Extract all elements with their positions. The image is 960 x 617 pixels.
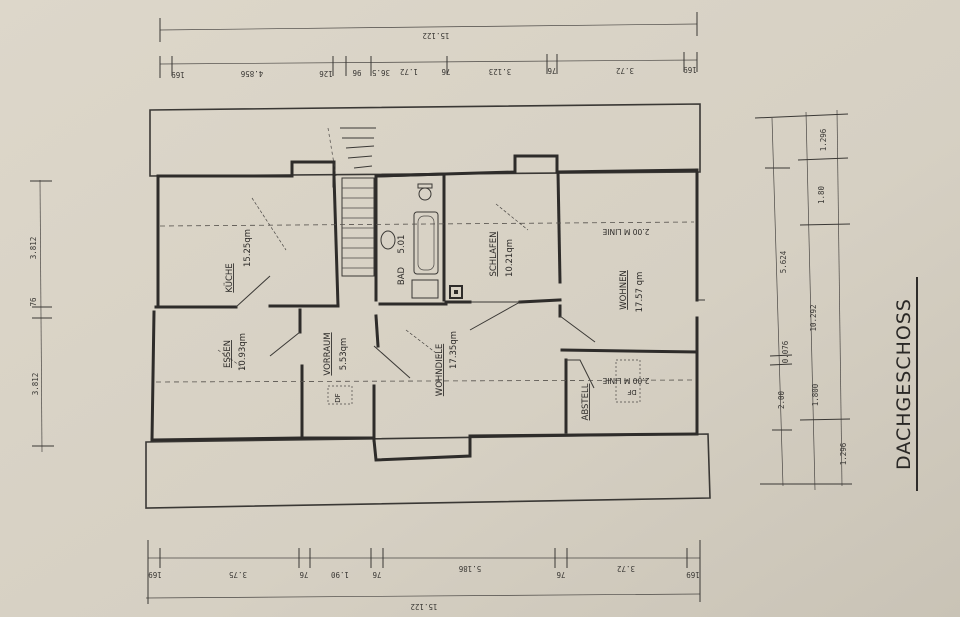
svg-text:1.80: 1.80 xyxy=(817,185,826,204)
plan-title: DACHGESCHOSS xyxy=(893,298,915,470)
door-swings xyxy=(235,275,705,389)
svg-text:1.90: 1.90 xyxy=(330,570,349,579)
room-kueche: KÜCHE 15.25qm xyxy=(224,229,253,293)
skylight-label-vorraum: DF xyxy=(334,393,342,402)
top-dimension-chain xyxy=(159,12,698,78)
room-wohndiele: WOHNDIELE 17.35qm xyxy=(435,331,459,396)
svg-text:169: 169 xyxy=(171,70,185,79)
room-name-schlafen: SCHLAFEN xyxy=(489,231,499,276)
room-area-wohnen: 17.57 qm xyxy=(635,272,645,313)
svg-text:0.076: 0.076 xyxy=(781,340,790,363)
svg-text:76: 76 xyxy=(547,66,557,75)
skylight-marks xyxy=(327,359,641,405)
height-line-label-top: 2.00 M LINIE xyxy=(602,227,649,236)
top-segment-labels: 169 3.72 76 3.123 76 1.72 36.5 96 126 4.… xyxy=(171,65,697,79)
staircase xyxy=(327,127,376,277)
top-total-dimension: 15.122 xyxy=(422,31,449,40)
room-schlafen: SCHLAFEN 10.21qm xyxy=(489,231,515,277)
svg-text:1.296: 1.296 xyxy=(819,128,828,151)
svg-text:10.292: 10.292 xyxy=(809,304,818,331)
title-block: DACHGESCHOSS xyxy=(893,277,918,491)
bathroom-fixtures xyxy=(380,183,463,299)
svg-text:3.123: 3.123 xyxy=(489,67,512,76)
svg-text:76: 76 xyxy=(299,570,309,579)
skylight-label-abstell: DF xyxy=(627,388,636,396)
svg-text:1.72: 1.72 xyxy=(400,67,418,76)
svg-text:5.186: 5.186 xyxy=(458,564,481,573)
room-name-kueche: KÜCHE xyxy=(224,263,235,292)
right-dimension-chains xyxy=(754,109,852,491)
height-line-label-bottom: 2.00 M LINIE xyxy=(602,376,649,385)
svg-text:4.856: 4.856 xyxy=(240,69,263,78)
left-dimension-chain xyxy=(30,179,54,453)
svg-text:5.624: 5.624 xyxy=(779,250,788,273)
room-name-essen: ESSEN xyxy=(223,340,233,368)
room-area-vorraum: 5.53qm xyxy=(339,338,349,371)
svg-text:3.72: 3.72 xyxy=(616,66,634,75)
room-name-wohndiele: WOHNDIELE xyxy=(435,344,445,396)
svg-text:76: 76 xyxy=(556,570,566,579)
svg-text:76: 76 xyxy=(29,297,38,307)
svg-text:126: 126 xyxy=(319,69,333,78)
room-name-wohnen: WOHNEN xyxy=(619,270,629,310)
room-name-vorraum: VORRAUM xyxy=(323,332,333,375)
svg-text:3.812: 3.812 xyxy=(31,373,40,396)
room-area-bad: 5.01 xyxy=(397,235,407,254)
walls xyxy=(150,154,699,462)
svg-text:3.75: 3.75 xyxy=(229,570,247,579)
svg-text:96: 96 xyxy=(352,68,362,77)
svg-text:1.296: 1.296 xyxy=(839,442,848,465)
svg-text:1.800: 1.800 xyxy=(811,383,820,406)
room-name-abstell: ABSTELL xyxy=(581,383,591,420)
svg-text:76: 76 xyxy=(441,67,451,76)
svg-text:2.00: 2.00 xyxy=(777,390,786,409)
room-area-wohndiele: 17.35qm xyxy=(449,331,459,369)
svg-text:169: 169 xyxy=(683,65,697,74)
right-dimension-labels: 2.00 0.076 5.624 1.800 10.292 1.80 1.296… xyxy=(777,128,848,465)
room-essen: ESSEN 10.93qm xyxy=(223,333,248,371)
bottom-segment-labels: 169 3.75 76 1.90 76 5.186 76 3.72 169 xyxy=(148,564,700,579)
svg-text:76: 76 xyxy=(372,570,382,579)
room-bad: BAD 5.01 xyxy=(397,235,407,286)
svg-text:169: 169 xyxy=(148,570,162,579)
svg-text:36.5: 36.5 xyxy=(372,68,390,77)
room-vorraum: VORRAUM 5.53qm DF xyxy=(323,332,349,402)
room-wohnen: WOHNEN 17.57 qm 2.00 M LINIE xyxy=(602,227,649,312)
svg-text:3.812: 3.812 xyxy=(29,237,38,260)
room-name-bad: BAD xyxy=(397,266,407,285)
height-lines xyxy=(155,197,695,383)
left-dimension-labels: 3.812 76 3.812 xyxy=(29,237,40,396)
svg-text:169: 169 xyxy=(686,570,700,579)
room-area-kueche: 15.25qm xyxy=(243,229,253,267)
bottom-dimension-chain xyxy=(145,540,701,604)
bottom-total-dimension: 15.122 xyxy=(410,602,437,611)
svg-text:3.72: 3.72 xyxy=(617,564,635,573)
room-area-schlafen: 10.21qm xyxy=(505,239,515,277)
room-area-essen: 10.93qm xyxy=(238,333,248,371)
room-abstell: ABSTELL 2.00 M LINIE DF xyxy=(581,376,649,420)
